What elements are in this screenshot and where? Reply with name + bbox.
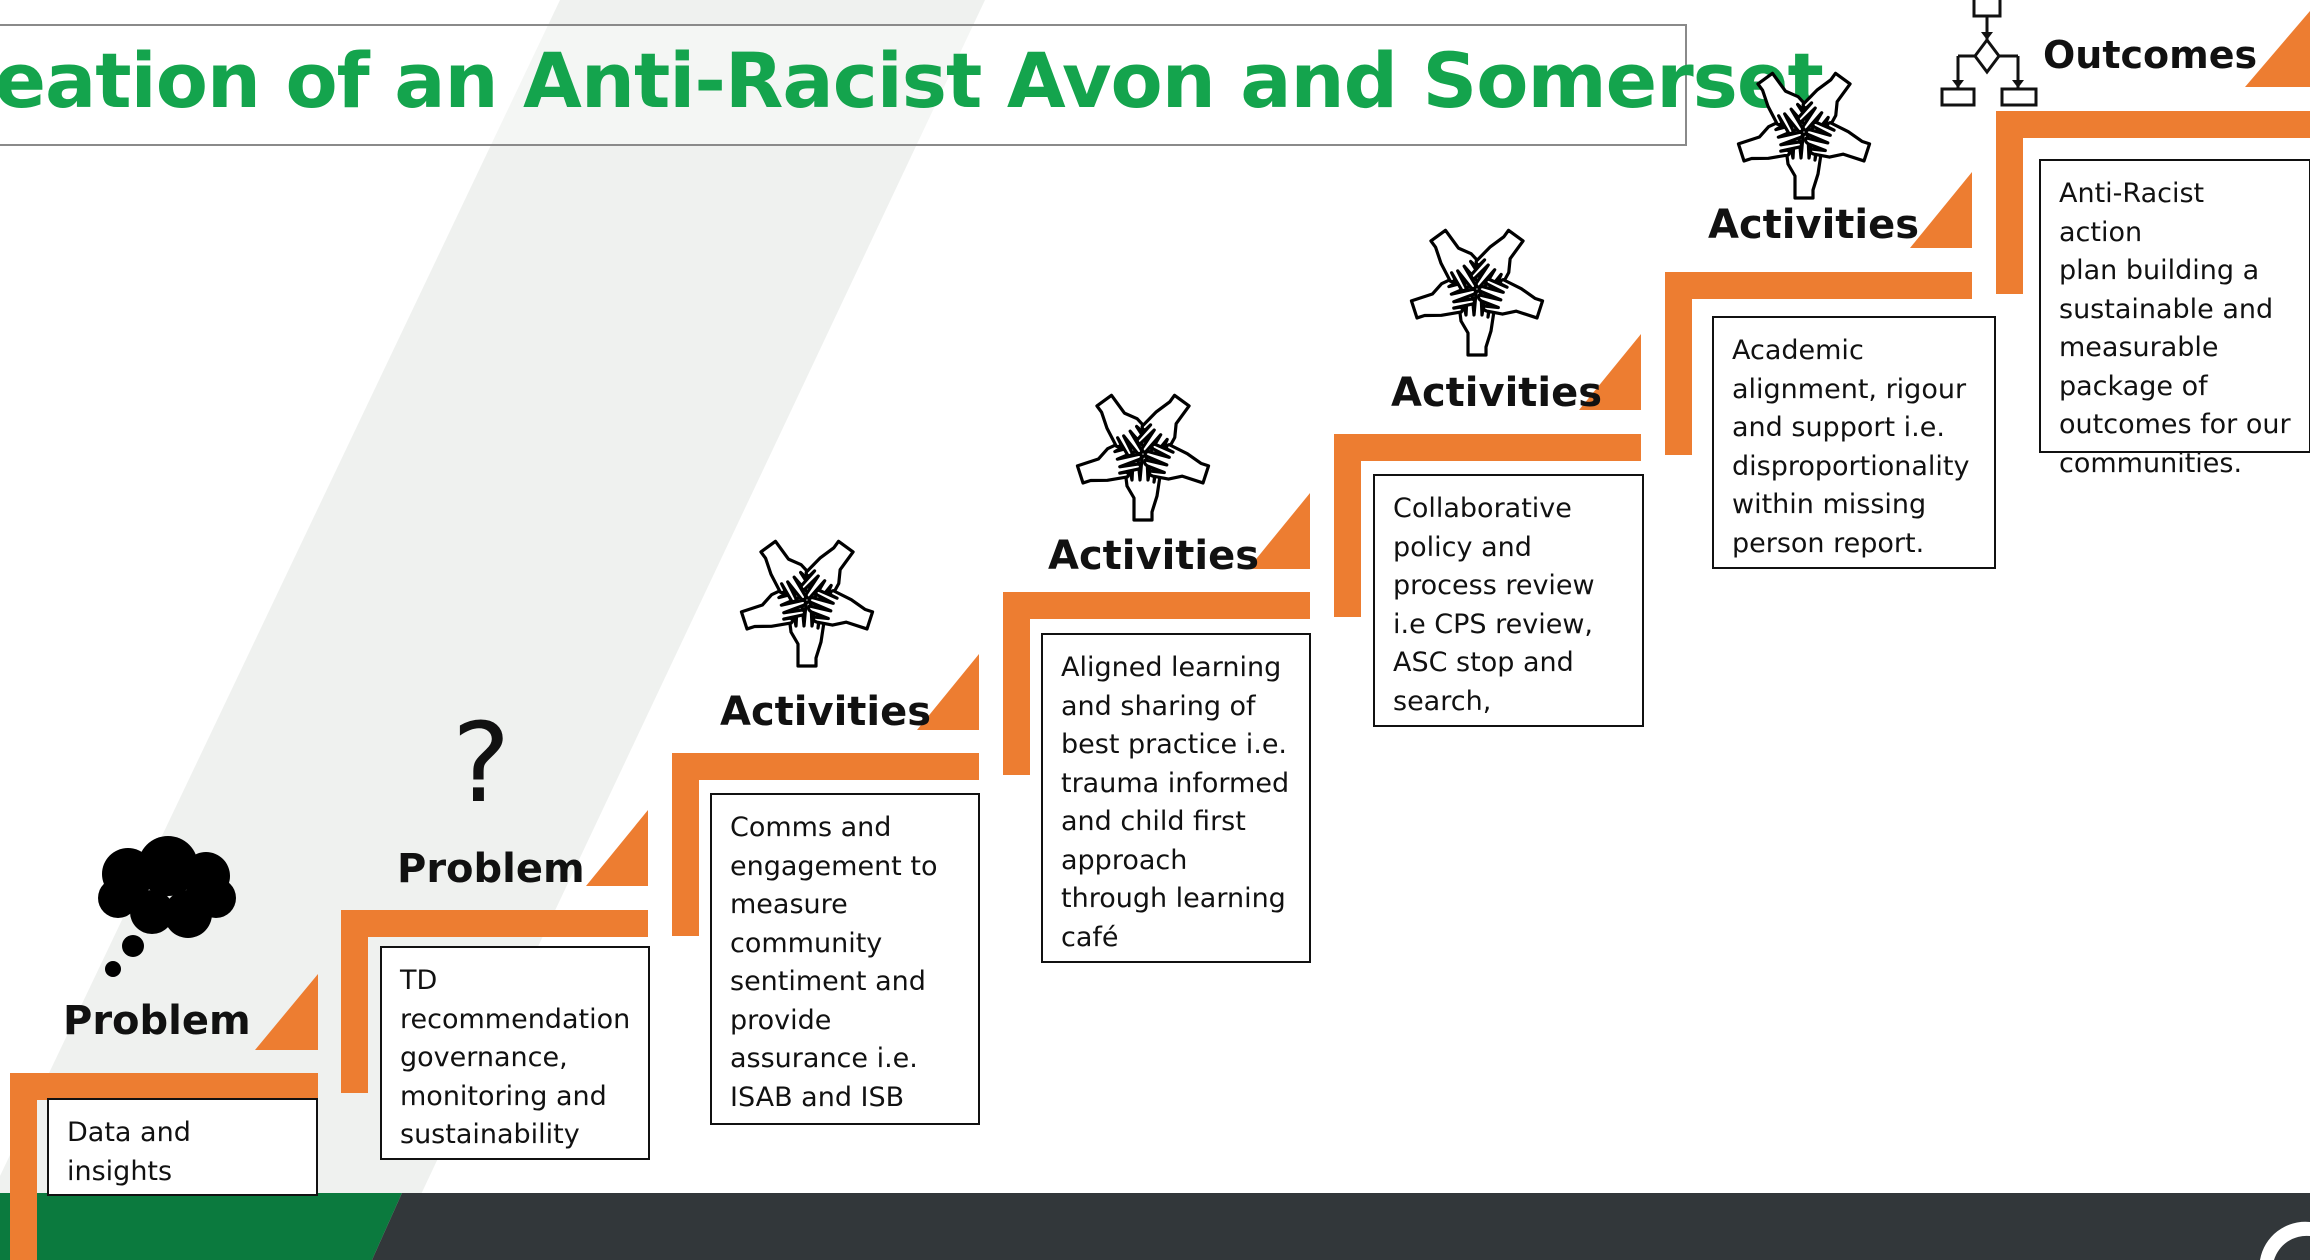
question-mark-icon: ? (452, 699, 511, 827)
step-4-description: Aligned learning and sharing of best pra… (1041, 633, 1311, 963)
step-4-heading: Activities (1048, 533, 1260, 579)
flowchart-icon (1940, 0, 2038, 107)
step-6-heading: Activities (1708, 202, 1920, 248)
stair-step-1 (10, 974, 318, 1260)
title-box (0, 24, 1687, 146)
step-2-description: TD recommendation governance, monitoring… (380, 946, 650, 1160)
step-3-heading: Activities (720, 689, 932, 735)
step-1-heading: Problem (63, 998, 251, 1044)
stair-step-2 (341, 810, 648, 1093)
hands-together-icon (1075, 393, 1211, 522)
step-3-description: Comms and engagement to measure communit… (710, 793, 980, 1125)
thought-cloud-icon (98, 836, 236, 977)
stair-step-4 (1003, 493, 1310, 775)
stair-step-7 (1996, 11, 2310, 294)
step-5-heading: Activities (1391, 370, 1603, 416)
stair-step-6 (1665, 172, 1972, 455)
step-7-description: Anti-Racist action plan building a susta… (2039, 159, 2310, 479)
footer-corner-arc (2260, 1221, 2310, 1260)
step-5-description: Collaborative policy and process review … (1373, 474, 1644, 727)
page-title: reation of an Anti-Racist Avon and Somer… (0, 36, 1824, 125)
hands-together-icon (739, 539, 875, 668)
diagonal-band (0, 0, 985, 1260)
footer-green-band (0, 1193, 402, 1260)
hands-together-icon (1736, 71, 1872, 200)
step-7-heading: Outcomes (2043, 33, 2258, 77)
step-6-description: Academic alignment, rigour and support i… (1712, 316, 1996, 569)
footer-dark-band (372, 1193, 2310, 1260)
stair-step-3 (672, 654, 979, 936)
hands-together-icon (1409, 228, 1545, 357)
stair-step-5 (1334, 334, 1641, 617)
step-2-heading: Problem (397, 846, 585, 892)
step-1-description: Data and insights (47, 1098, 318, 1196)
